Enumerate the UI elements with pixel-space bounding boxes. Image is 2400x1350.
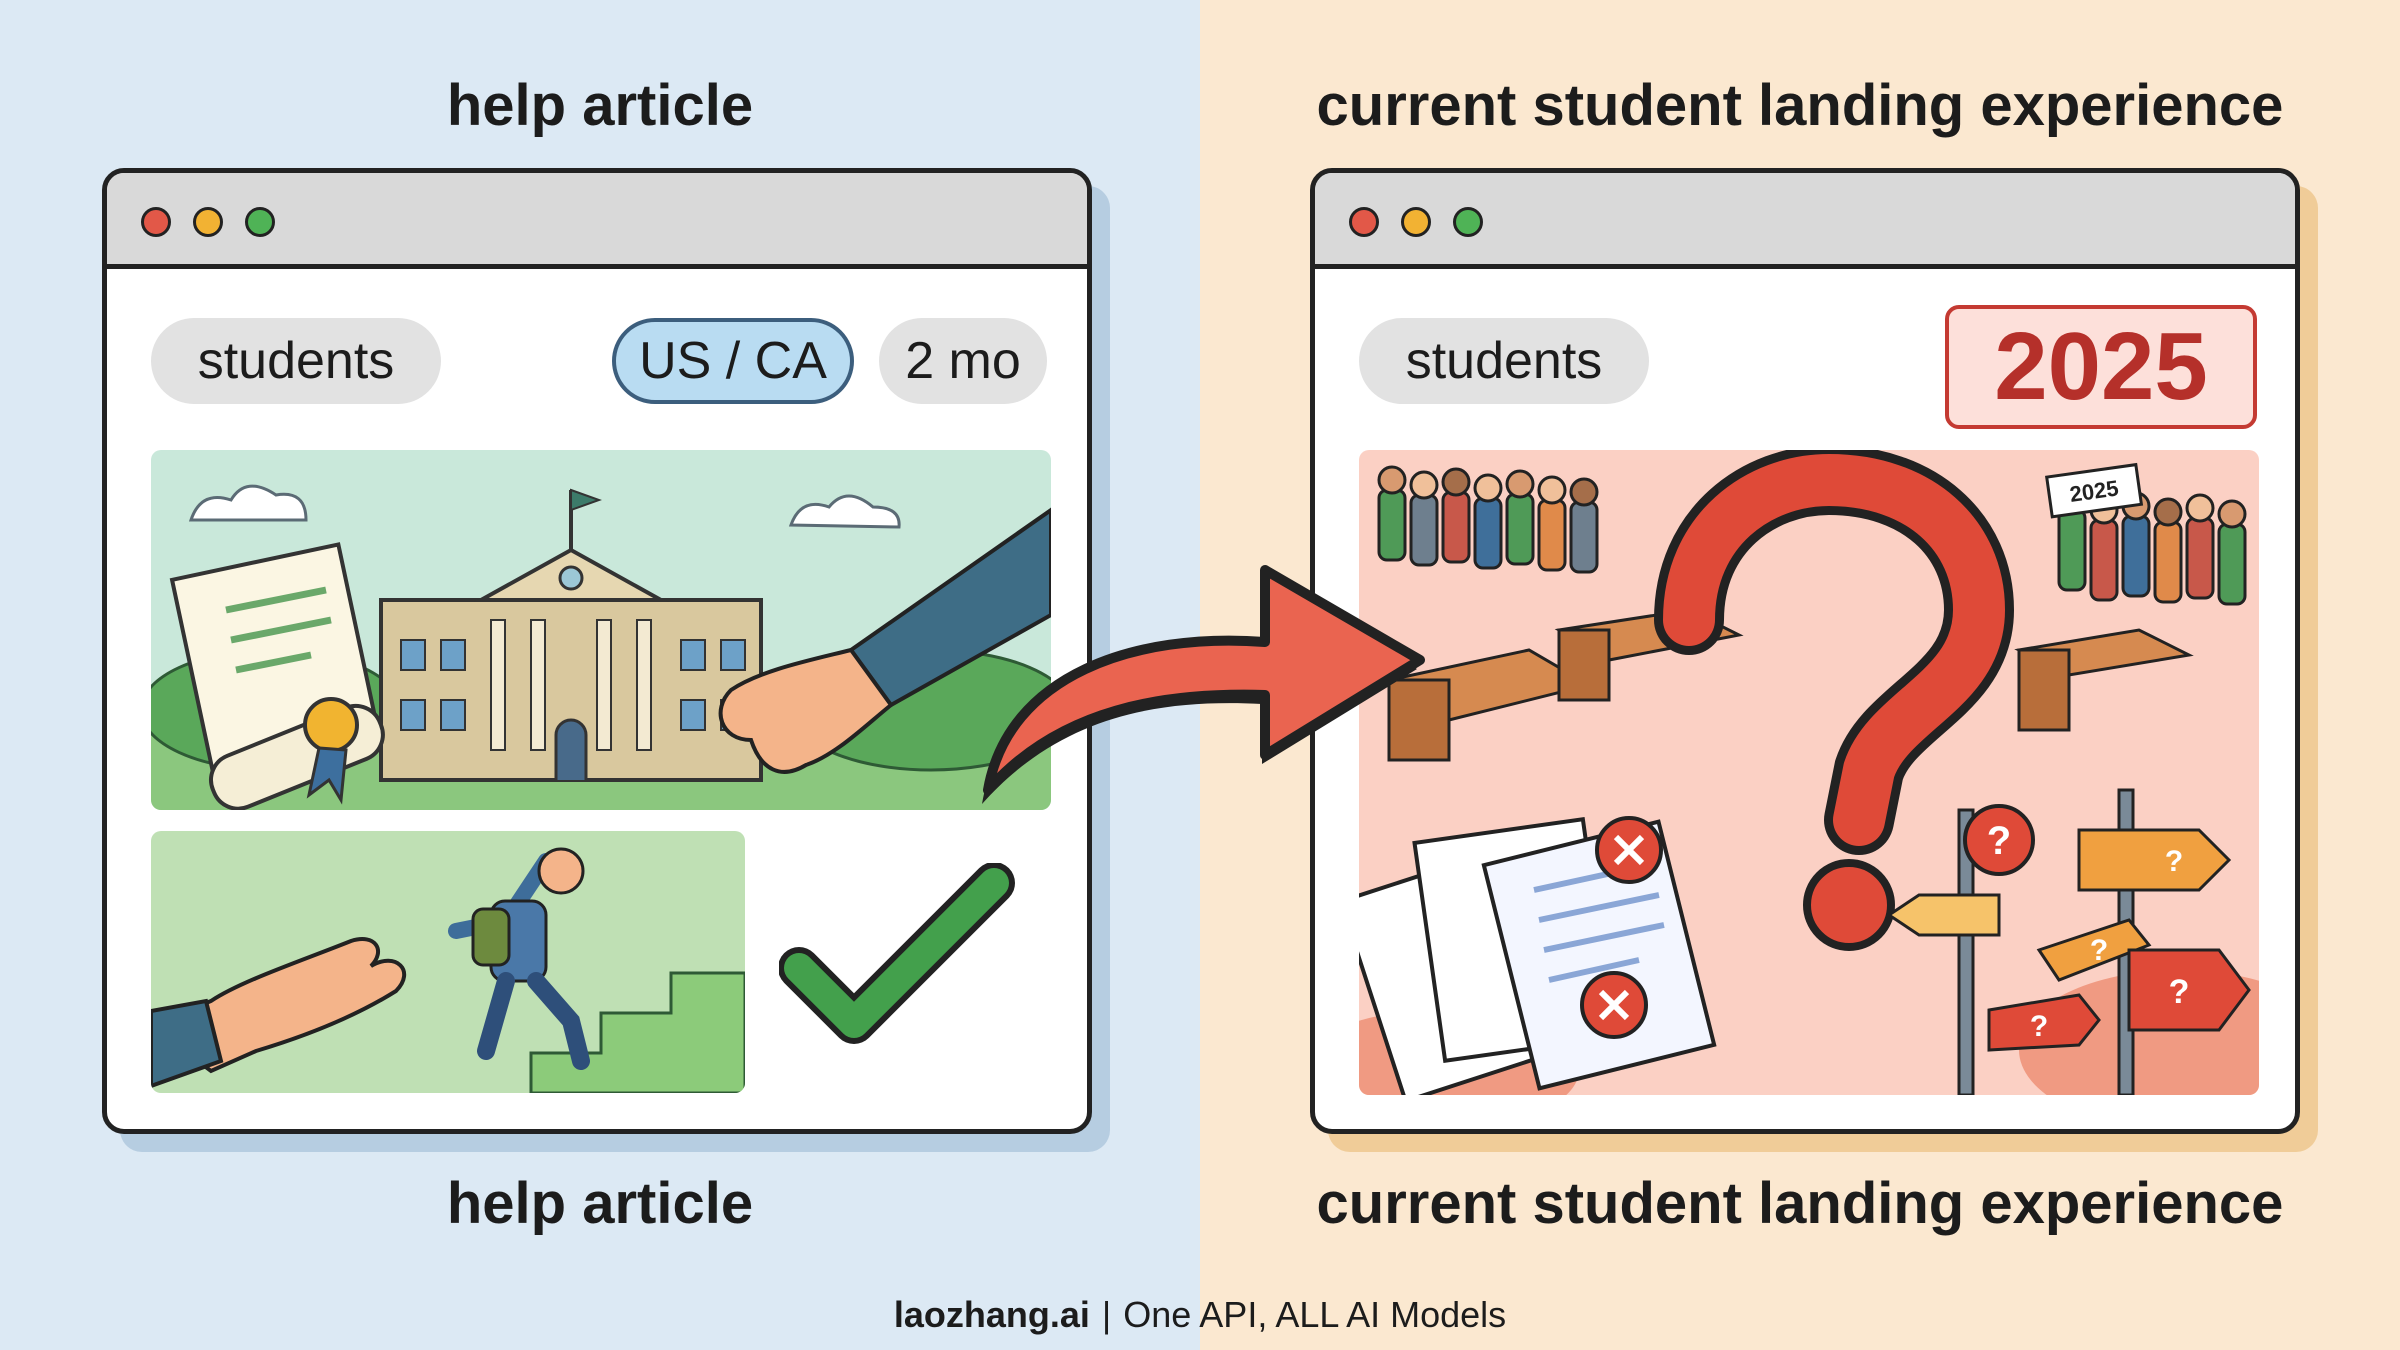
student-climbing-stairs-icon (448, 847, 745, 1093)
student-climbing-panel (151, 831, 745, 1093)
svg-text:?: ? (2169, 973, 2190, 1011)
right-heading-top: current student landing experience (1316, 73, 2284, 138)
svg-text:?: ? (2165, 845, 2183, 878)
duration-tag: 2 mo (879, 318, 1047, 404)
diploma-icon (169, 542, 385, 810)
student-landing-window: students 2025 (1310, 168, 2300, 1134)
transition-arrow-icon (982, 565, 1425, 804)
help-article-window: students US / CA 2 mo (102, 168, 1092, 1134)
maximize-dot-icon (245, 207, 275, 237)
offered-hand-icon (151, 937, 407, 1089)
students-tag: students (151, 318, 441, 404)
maximize-dot-icon (1453, 207, 1483, 237)
crowded-queue-icon: 2025 (1377, 462, 2247, 762)
campus-scene-panel (151, 450, 1051, 810)
svg-text:?: ? (1987, 819, 2011, 863)
minimize-dot-icon (193, 207, 223, 237)
university-building-icon (379, 488, 763, 782)
left-heading-top: help article (446, 73, 754, 138)
footer-caption: laozhang.ai | One API, ALL AI Models (0, 1294, 2400, 1336)
svg-text:?: ? (2030, 1010, 2048, 1043)
footer-brand: laozhang.ai (893, 1294, 1090, 1335)
footer-separator: | (1101, 1294, 1112, 1335)
confusing-signpost-icon: ? ? ? ? ? (1886, 788, 2251, 1095)
region-tag: US / CA (612, 318, 854, 404)
window-titlebar (107, 173, 1087, 269)
question-mark-icon (1654, 450, 2015, 951)
svg-text:?: ? (2090, 934, 2108, 967)
close-dot-icon (141, 207, 171, 237)
minimize-dot-icon (1401, 207, 1431, 237)
check-mark-icon (779, 863, 1015, 1044)
right-heading-bottom: current student landing experience (1316, 1171, 2284, 1236)
footer-tagline: One API, ALL AI Models (1123, 1294, 1507, 1335)
window-titlebar (1315, 173, 2295, 269)
left-heading-bottom: help article (446, 1171, 754, 1236)
students-tag: students (1359, 318, 1649, 404)
confusion-scene-panel: 2025 (1359, 450, 2259, 1095)
year-badge: 2025 (1945, 305, 2257, 429)
close-dot-icon (1349, 207, 1379, 237)
helping-hand-icon (718, 507, 1051, 774)
rejected-documents-icon (1359, 816, 1717, 1095)
